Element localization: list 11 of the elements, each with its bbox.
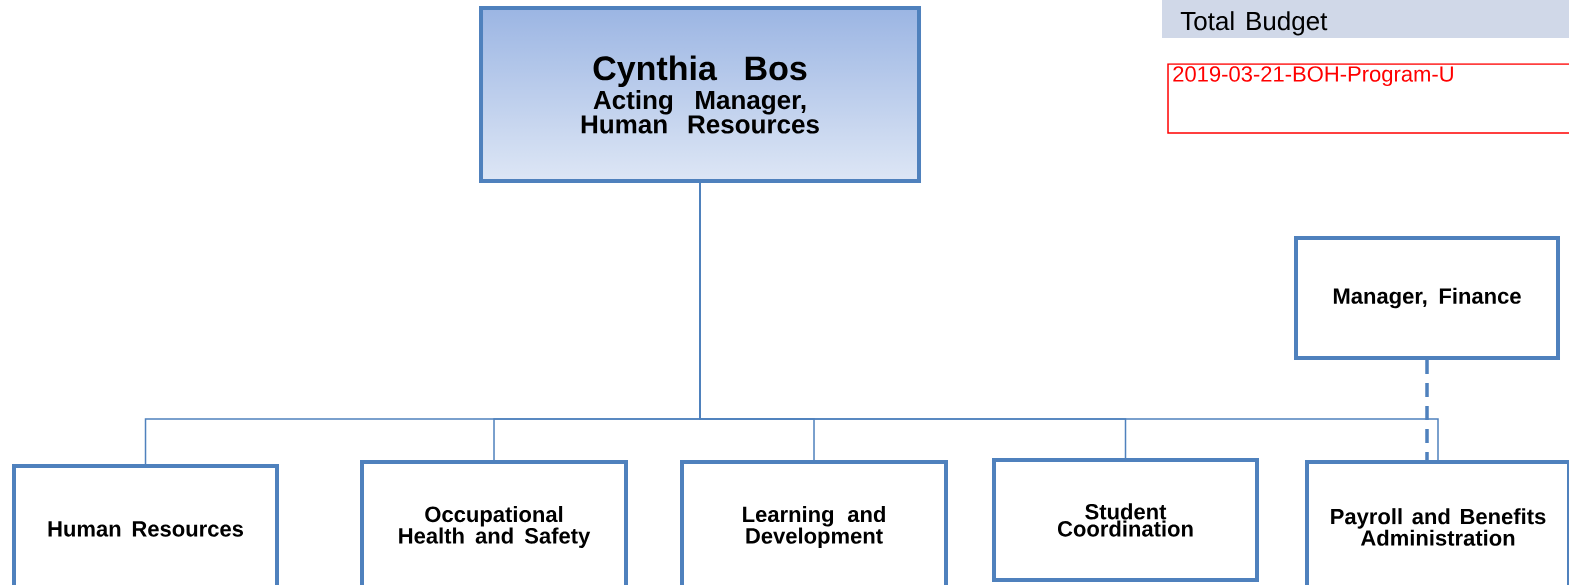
connector-line (1425, 360, 1429, 460)
file-name-box: 2019-03-21-BOH-Program-U (1167, 63, 1569, 134)
unit-box: Occupational Health and Safety (360, 460, 628, 585)
unit-box: Payroll and Benefits Administration (1305, 460, 1569, 585)
unit-box: Manager, Finance (1294, 236, 1560, 360)
unit-box: Student Coordination (992, 458, 1259, 582)
connector-line (699, 182, 1439, 461)
unit-box: Learning and Development (680, 460, 948, 585)
manager-box: Cynthia Bos Acting Manager, Human Resources (479, 6, 921, 183)
unit-box: Human Resources (12, 464, 279, 585)
budget-label: Total Budget (1180, 11, 1328, 36)
